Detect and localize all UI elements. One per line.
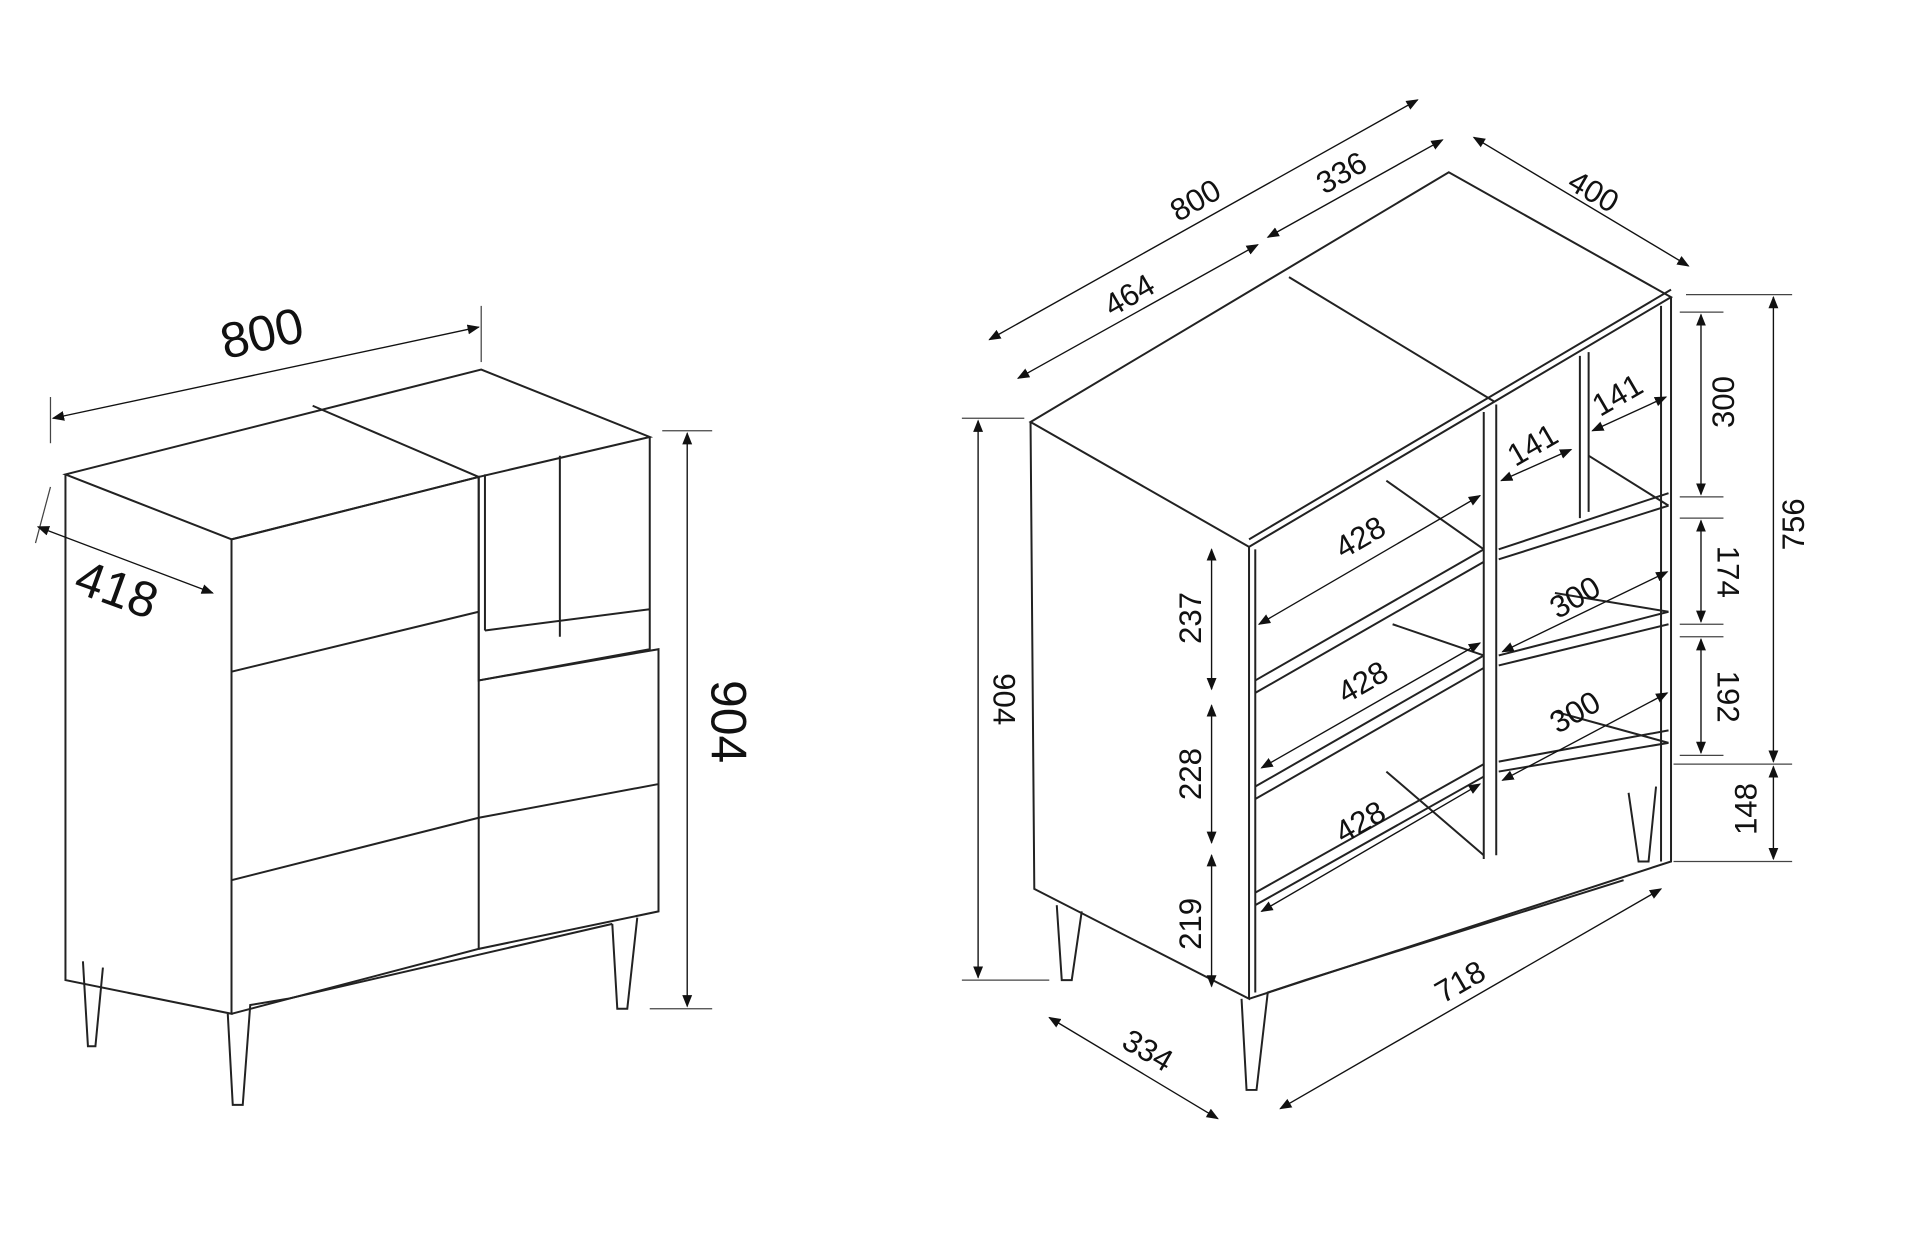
inner-width-left-label: 428 [1331,654,1394,710]
right-upper-label: 300 [1706,376,1741,428]
left-lower-label: 219 [1173,898,1208,950]
inner-width-right-label: 300 [1544,684,1607,740]
left-upper-label: 237 [1173,592,1208,644]
left-section-dimension-line [1016,244,1259,379]
height-label: 904 [700,680,756,763]
top-width-label: 800 [1164,172,1227,228]
right-section-label: 336 [1310,145,1373,201]
cabinet-left-side [64,474,233,1016]
open-cabinet-view: 800 464 336 400 904 756 148 300 174 192 … [961,99,1811,1120]
small-compartment-line [1500,448,1573,482]
right-drawers [478,648,660,950]
top-width-dimension-line [988,99,1419,341]
width-dimension-line [51,324,480,421]
small-compartment-label: 141 [1501,417,1564,473]
inner-depth-label: 334 [1116,1022,1179,1078]
inner-width-right-line [1501,571,1669,653]
cabinet-top [62,368,654,541]
inner-depth-dimension-line [1048,1016,1219,1120]
total-height-label: 904 [987,673,1022,725]
depth-dimension-line [36,526,214,594]
leg-height-label: 148 [1729,783,1764,835]
base-width-label: 718 [1429,954,1492,1010]
inner-width-right-label: 300 [1544,569,1607,625]
right-lower-label: 192 [1711,671,1746,723]
closed-cabinet-view: 800 418 904 [34,297,756,1106]
cabinet-left-door [231,475,480,1015]
width-label: 800 [215,297,309,370]
inner-width-left-line [1260,642,1482,769]
open-shelf-box [477,436,651,682]
small-compartment-label: 141 [1586,367,1649,423]
depth-dimension-line-right [1472,136,1690,267]
inner-width-left-label: 428 [1329,509,1392,565]
right-middle-label: 174 [1711,546,1746,598]
open-cabinet-top [1028,171,1674,548]
base-width-dimension-line [1279,888,1663,1110]
body-height-label: 756 [1776,498,1811,550]
small-compartment-line [1591,396,1668,432]
inner-width-left-line [1257,495,1482,625]
depth-label: 418 [68,549,165,630]
open-cabinet-left-side [1029,421,1251,1001]
right-section-dimension-line [1266,139,1444,238]
inner-width-right-line [1501,692,1669,781]
left-section-label: 464 [1098,267,1161,323]
depth-label-right: 400 [1562,163,1625,219]
cabinet-legs [81,917,639,1106]
left-middle-label: 228 [1173,748,1208,800]
